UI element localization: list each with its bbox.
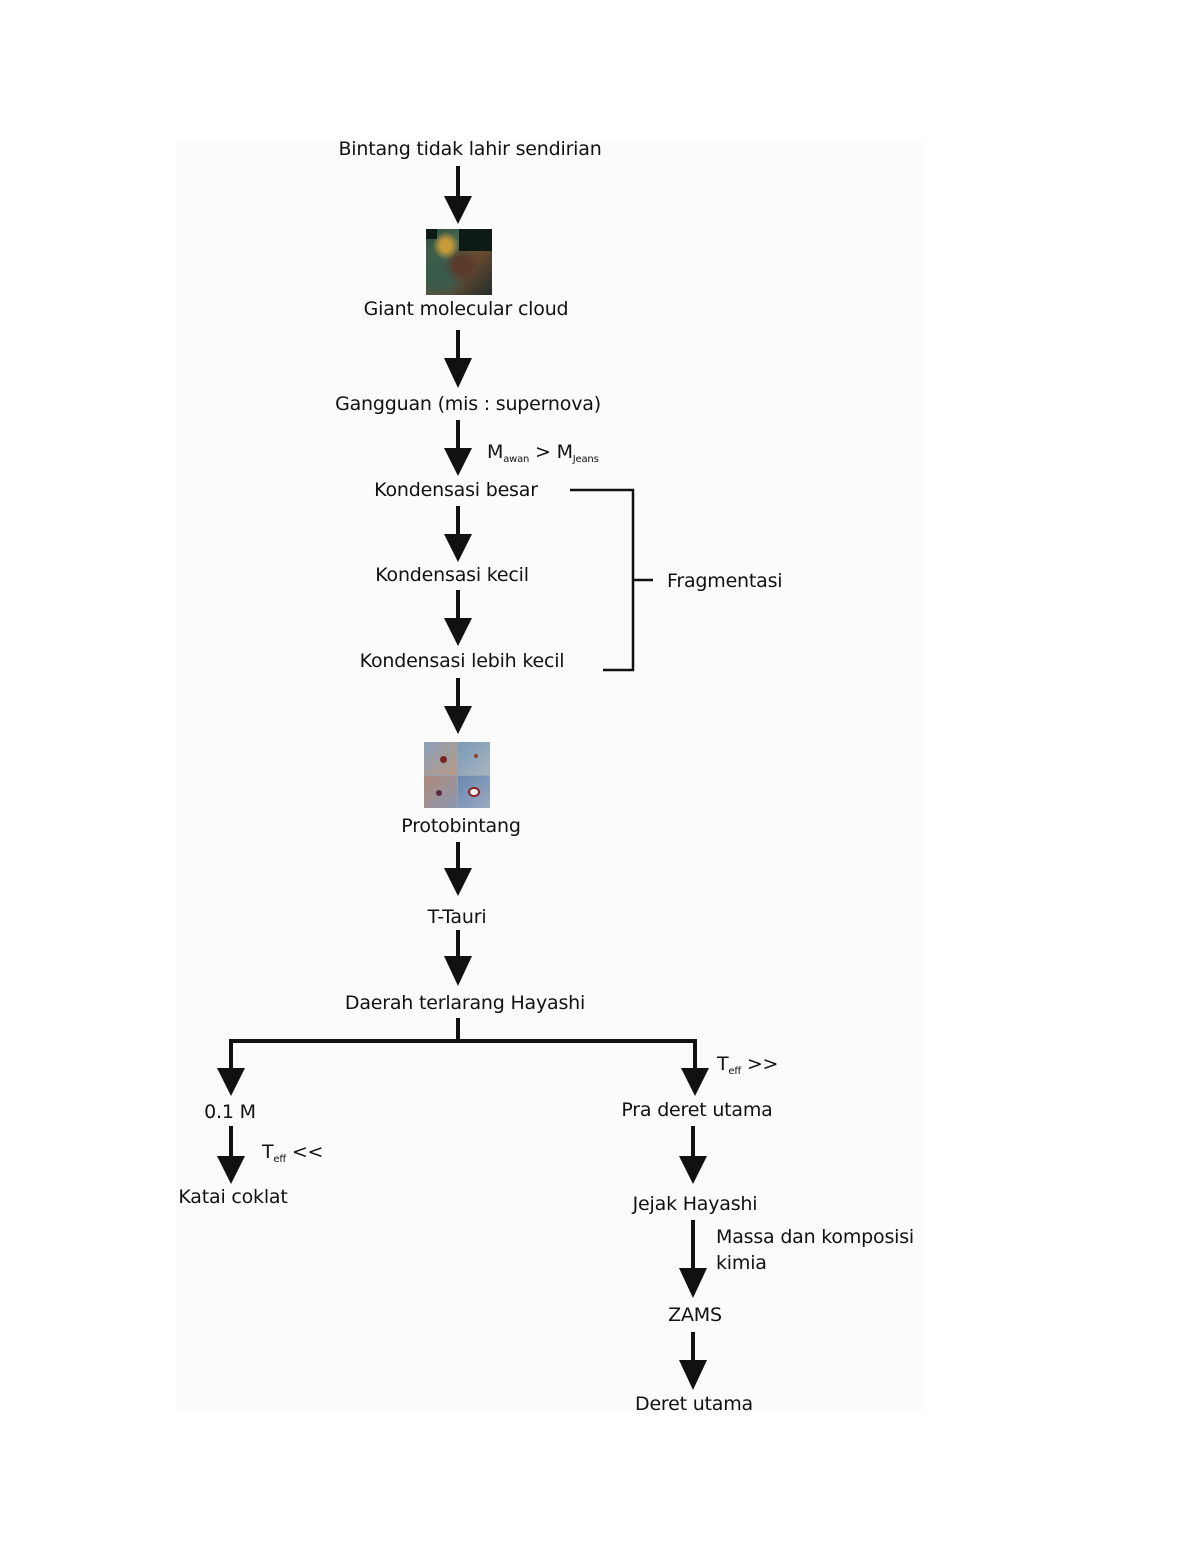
label-massa-dan-komposisi: Massa dan komposisi kimia (716, 1226, 914, 1274)
arrowhead-right-4 (679, 1360, 707, 1390)
arrowhead-8 (444, 956, 472, 986)
arrowhead-left-1 (217, 1068, 245, 1096)
arrowhead-1 (444, 196, 472, 224)
m-jeans-symbol: M (556, 441, 573, 463)
label-teff-low: Teff << (262, 1141, 323, 1171)
protostar-panel (424, 742, 457, 775)
label-massa-line-2: kimia (716, 1252, 767, 1274)
teff-operator: << (286, 1141, 324, 1163)
arrowhead-right-2 (679, 1156, 707, 1184)
arrowhead-left-2 (217, 1156, 245, 1184)
m-awan: Mawan (487, 441, 530, 465)
node-daerah-terlarang-hayashi: Daerah terlarang Hayashi (344, 992, 586, 1014)
protostar-dot (440, 756, 447, 763)
arrowhead-2 (444, 358, 472, 388)
protostar-dot (473, 754, 478, 758)
m-awan-symbol: M (487, 441, 504, 463)
node-zams: ZAMS (668, 1304, 722, 1326)
protostar-dot (436, 789, 442, 796)
m-awan-subscript: awan (503, 454, 530, 465)
teff-symbol: T (262, 1141, 274, 1163)
node-protobintang: Protobintang (401, 815, 521, 837)
greater-than: > (529, 441, 557, 463)
teff-subscript: eff (728, 1066, 741, 1077)
node-jejak-hayashi: Jejak Hayashi (632, 1193, 758, 1215)
protostar-panel (457, 775, 490, 808)
node-pra-deret-utama: Pra deret utama (621, 1099, 773, 1121)
label-fragmentasi: Fragmentasi (667, 570, 783, 592)
teff-operator: >> (741, 1053, 779, 1075)
arrowhead-3 (444, 448, 472, 476)
arrowhead-5 (444, 618, 472, 646)
arrowhead-6 (444, 706, 472, 734)
protostar-image (424, 742, 490, 808)
label-mass-condition: Mawan > MJeans (487, 441, 599, 471)
m-jeans: MJeans (556, 441, 599, 465)
arrowhead-4 (444, 534, 472, 562)
m-jeans-subscript: Jeans (572, 454, 599, 465)
label-teff-high: Teff >> (717, 1053, 778, 1083)
protostar-panel (424, 775, 457, 808)
label-massa-line-1: Massa dan komposisi (716, 1226, 915, 1248)
node-kondensasi-kecil: Kondensasi kecil (375, 564, 529, 586)
node-0-1-m: 0.1 M (204, 1101, 256, 1123)
nebula-image (426, 229, 492, 295)
protostar-panel (457, 742, 490, 775)
node-bintang-tidak-lahir-sendirian: Bintang tidak lahir sendirian (338, 138, 602, 160)
node-katai-coklat: Katai coklat (178, 1186, 288, 1208)
node-kondensasi-lebih-kecil: Kondensasi lebih kecil (359, 650, 565, 672)
node-giant-molecular-cloud: Giant molecular cloud (363, 298, 569, 320)
protostar-dot (469, 788, 478, 795)
arrowhead-right-3 (679, 1268, 707, 1298)
diagram-panel (176, 140, 924, 1412)
node-kondensasi-besar: Kondensasi besar (374, 479, 538, 501)
node-gangguan: Gangguan (mis : supernova) (335, 393, 601, 415)
fragmentasi-bracket (570, 488, 635, 672)
teff-subscript: eff (273, 1154, 286, 1165)
teff-symbol: T (717, 1053, 729, 1075)
arrowhead-7 (444, 868, 472, 896)
node-deret-utama: Deret utama (635, 1393, 753, 1415)
arrowhead-right-1 (681, 1068, 709, 1096)
node-t-tauri: T-Tauri (427, 906, 487, 928)
